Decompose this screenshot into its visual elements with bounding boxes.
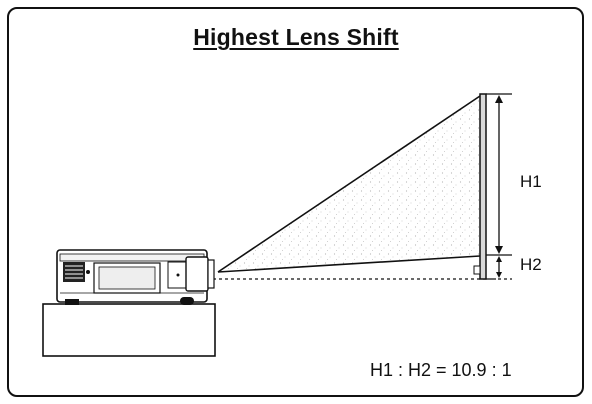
vent-grille-icon: [63, 262, 85, 282]
dimension-arrows: [486, 93, 512, 280]
projection-screen: [473, 93, 487, 280]
right-angle-marker: [473, 265, 481, 275]
ratio-text: H1 : H2 = 10.9 : 1: [370, 360, 512, 380]
projection-beam: [213, 95, 496, 280]
projector-stand: [42, 303, 216, 357]
h2-label: H2: [520, 255, 542, 274]
diagram-title: Highest Lens Shift: [193, 24, 399, 50]
projector-illustration: [56, 249, 215, 305]
lens-icon: [185, 256, 209, 292]
h1-label: H1: [520, 172, 542, 191]
